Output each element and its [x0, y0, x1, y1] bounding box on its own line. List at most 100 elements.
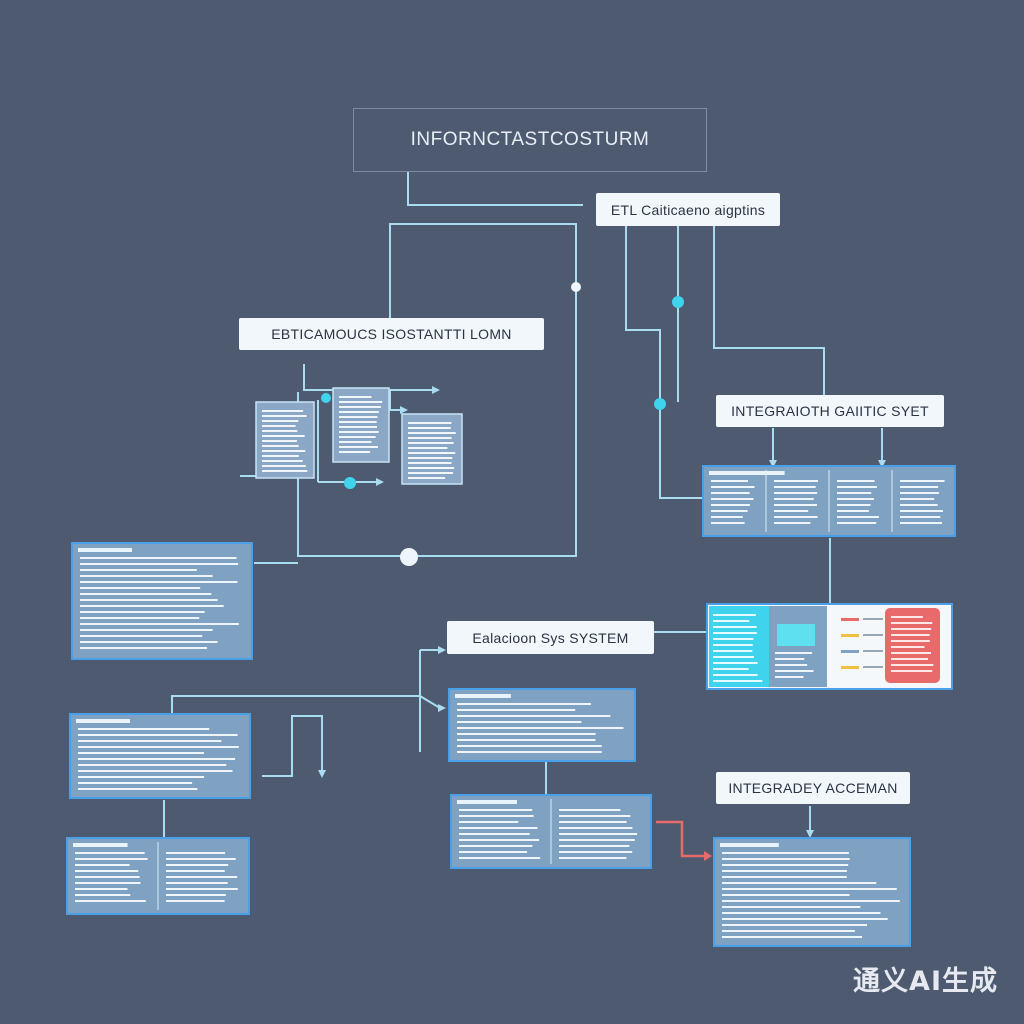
- text-line-placeholder: [339, 406, 381, 408]
- document-card-center: [332, 387, 390, 463]
- text-line-placeholder: [837, 516, 879, 518]
- text-line-placeholder: [80, 587, 201, 589]
- card-status-marker: [841, 618, 859, 621]
- text-line-placeholder: [75, 852, 145, 854]
- card-status-text-placeholder: [863, 618, 883, 620]
- panel-center-upper-frame: [448, 688, 636, 762]
- text-line-placeholder: [459, 833, 530, 835]
- panel-left-upper: [71, 542, 253, 660]
- text-line-placeholder: [774, 492, 818, 494]
- text-line-placeholder: [75, 858, 148, 860]
- label-mid-system: Ealacioon Sys SYSTEM: [447, 621, 654, 654]
- text-line-placeholder: [722, 936, 863, 938]
- text-line-placeholder: [775, 676, 804, 678]
- panel-left-lower: [69, 713, 251, 799]
- text-line-placeholder: [166, 870, 225, 872]
- text-line-placeholder: [459, 851, 528, 853]
- arrowhead-lower-loop: [318, 770, 326, 778]
- text-line-placeholder: [711, 486, 755, 488]
- text-line-placeholder: [457, 727, 624, 729]
- text-line-placeholder: [166, 864, 229, 866]
- connector-lower-loop: [262, 715, 323, 777]
- panel-center-lower-header-line: [457, 800, 517, 804]
- label-etl: ETL Caiticaeno aigptins: [596, 193, 780, 226]
- text-line-placeholder: [711, 522, 745, 524]
- node-doc-flow: [344, 477, 356, 489]
- arrowhead-integ-a: [769, 460, 777, 468]
- text-line-placeholder: [459, 857, 541, 859]
- text-line-placeholder: [75, 888, 128, 890]
- text-line-placeholder: [774, 486, 816, 488]
- text-line-placeholder: [80, 563, 239, 565]
- text-line-placeholder: [75, 870, 139, 872]
- text-line-placeholder: [900, 486, 939, 488]
- arrowhead-doc-flow-bottom: [376, 478, 384, 486]
- text-line-placeholder: [408, 427, 451, 429]
- text-line-placeholder: [775, 664, 808, 666]
- text-line-placeholder: [837, 480, 875, 482]
- text-line-placeholder: [775, 652, 813, 654]
- text-line-placeholder: [80, 593, 212, 595]
- arrowhead-red: [704, 851, 712, 861]
- text-line-placeholder: [339, 451, 371, 453]
- text-line-placeholder: [80, 641, 218, 643]
- watermark: 通义AI生成: [853, 966, 998, 997]
- text-line-placeholder: [408, 467, 455, 469]
- connector-title-etl: [407, 172, 583, 206]
- text-line-placeholder: [80, 575, 213, 577]
- text-line-placeholder: [457, 709, 576, 711]
- text-line-placeholder: [78, 728, 210, 730]
- text-line-placeholder: [262, 455, 299, 457]
- text-line-placeholder: [459, 845, 533, 847]
- panel-integration-table: [702, 465, 956, 537]
- text-line-placeholder: [900, 522, 943, 524]
- text-line-placeholder: [78, 770, 233, 772]
- text-line-placeholder: [262, 410, 304, 412]
- text-line-placeholder: [78, 782, 193, 784]
- text-line-placeholder: [774, 480, 819, 482]
- text-line-placeholder: [78, 734, 238, 736]
- card-cyan-section: [709, 606, 769, 687]
- text-line-placeholder: [891, 664, 934, 666]
- text-line-placeholder: [78, 740, 222, 742]
- text-line-placeholder: [774, 510, 809, 512]
- text-line-placeholder: [559, 815, 631, 817]
- panel-left-upper-header-line: [78, 548, 132, 552]
- text-line-placeholder: [262, 440, 297, 442]
- text-line-placeholder: [891, 670, 933, 672]
- text-line-placeholder: [722, 870, 847, 872]
- node-etl-a: [654, 398, 666, 410]
- node-loop-top: [571, 282, 581, 292]
- panel-center-upper: [448, 688, 636, 762]
- text-line-placeholder: [713, 662, 758, 664]
- text-line-placeholder: [75, 882, 141, 884]
- panel-center-lower: [450, 794, 652, 869]
- text-line-placeholder: [722, 876, 847, 878]
- panel-bottom-right-frame: [713, 837, 911, 947]
- text-line-placeholder: [891, 628, 932, 630]
- text-line-placeholder: [711, 510, 748, 512]
- connector-lower-main: [171, 695, 421, 752]
- text-line-placeholder: [339, 426, 377, 428]
- arrowhead-doc-flow-mid: [400, 406, 408, 414]
- text-line-placeholder: [166, 882, 228, 884]
- text-line-placeholder: [900, 504, 938, 506]
- text-line-placeholder: [78, 746, 239, 748]
- connector-red: [656, 820, 706, 858]
- text-line-placeholder: [78, 764, 227, 766]
- text-line-placeholder: [262, 435, 305, 437]
- text-line-placeholder: [711, 492, 750, 494]
- text-line-placeholder: [891, 616, 923, 618]
- text-line-placeholder: [891, 640, 930, 642]
- text-line-placeholder: [75, 894, 131, 896]
- text-line-placeholder: [78, 758, 236, 760]
- text-line-placeholder: [774, 522, 811, 524]
- text-line-placeholder: [891, 622, 933, 624]
- text-line-placeholder: [722, 918, 888, 920]
- text-line-placeholder: [459, 815, 534, 817]
- arrowhead-acc-down: [806, 830, 814, 838]
- text-line-placeholder: [457, 751, 602, 753]
- text-line-placeholder: [408, 462, 452, 464]
- text-line-placeholder: [166, 888, 238, 890]
- text-line-placeholder: [722, 924, 867, 926]
